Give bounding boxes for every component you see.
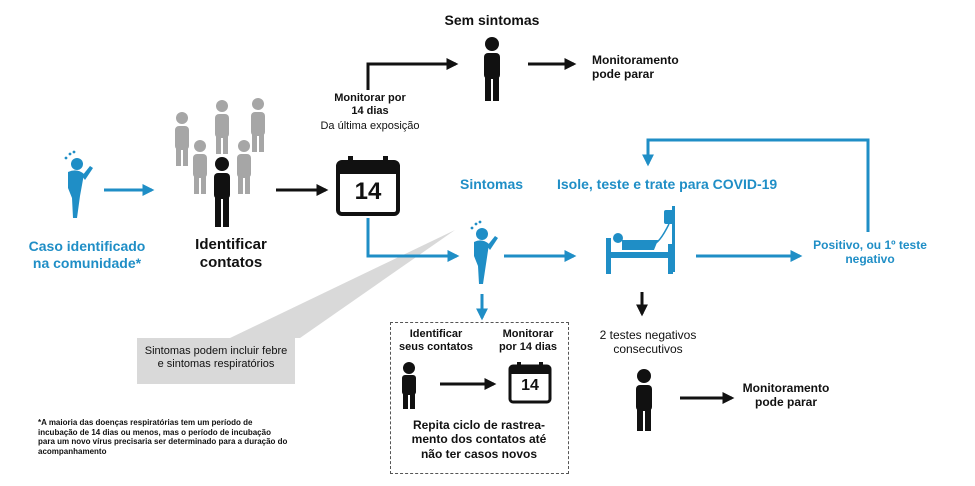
identify-contacts-label: Identificar contatos (195, 236, 267, 271)
symptoms-label: Sintomas (460, 176, 524, 192)
last-exposure-label: Da última exposição (320, 120, 420, 132)
symptoms-note-box (137, 338, 295, 384)
case-identified-label: Caso identificado na comunidade* (28, 238, 146, 271)
monitoring-stop-top: Monitoramento pode parar (592, 53, 679, 82)
to-no-symptoms-arrow (366, 58, 459, 90)
contact-tracing-box (390, 322, 569, 474)
monitor-14-label: Monitorar por 14 dias (334, 92, 406, 118)
contact-person-icon (214, 157, 230, 227)
monitoring-stop-bottom: Monitoramento pode parar (742, 381, 830, 410)
identify-own-contacts-label: Identificar seus contatos (399, 328, 473, 354)
calendar-to-symptoms-arrow (366, 218, 460, 262)
person-icon (402, 362, 416, 409)
footnote: *A maioria das doenças respiratórias tem… (38, 418, 288, 456)
calendar-icon (508, 362, 552, 404)
calendar-icon (336, 156, 400, 216)
person-icon (484, 37, 500, 101)
two-negative-label: 2 testes negativos consecutivos (599, 328, 697, 357)
calendar-day: 14 (354, 178, 382, 205)
calendar-day-small: 14 (521, 377, 539, 394)
coughing-person-icon (470, 220, 498, 284)
isolate-label: Isole, teste e trate para COVID-19 (557, 176, 778, 192)
symptoms-note: Sintomas podem incluir febre e sintomas … (144, 345, 288, 371)
positive-label: Positivo, ou 1º teste negativo (813, 238, 927, 267)
crowd-icon (175, 98, 265, 194)
coughing-person-icon (64, 150, 93, 218)
person-icon (636, 369, 652, 431)
no-symptoms-label: Sem sintomas (444, 12, 540, 28)
monitor-14-box-label: Monitorar por 14 dias (498, 328, 558, 354)
hospital-bed-icon (606, 206, 675, 274)
positive-loop-arrow (642, 138, 870, 232)
repeat-cycle-label: Repita ciclo de rastrea-mento dos contat… (411, 418, 547, 461)
